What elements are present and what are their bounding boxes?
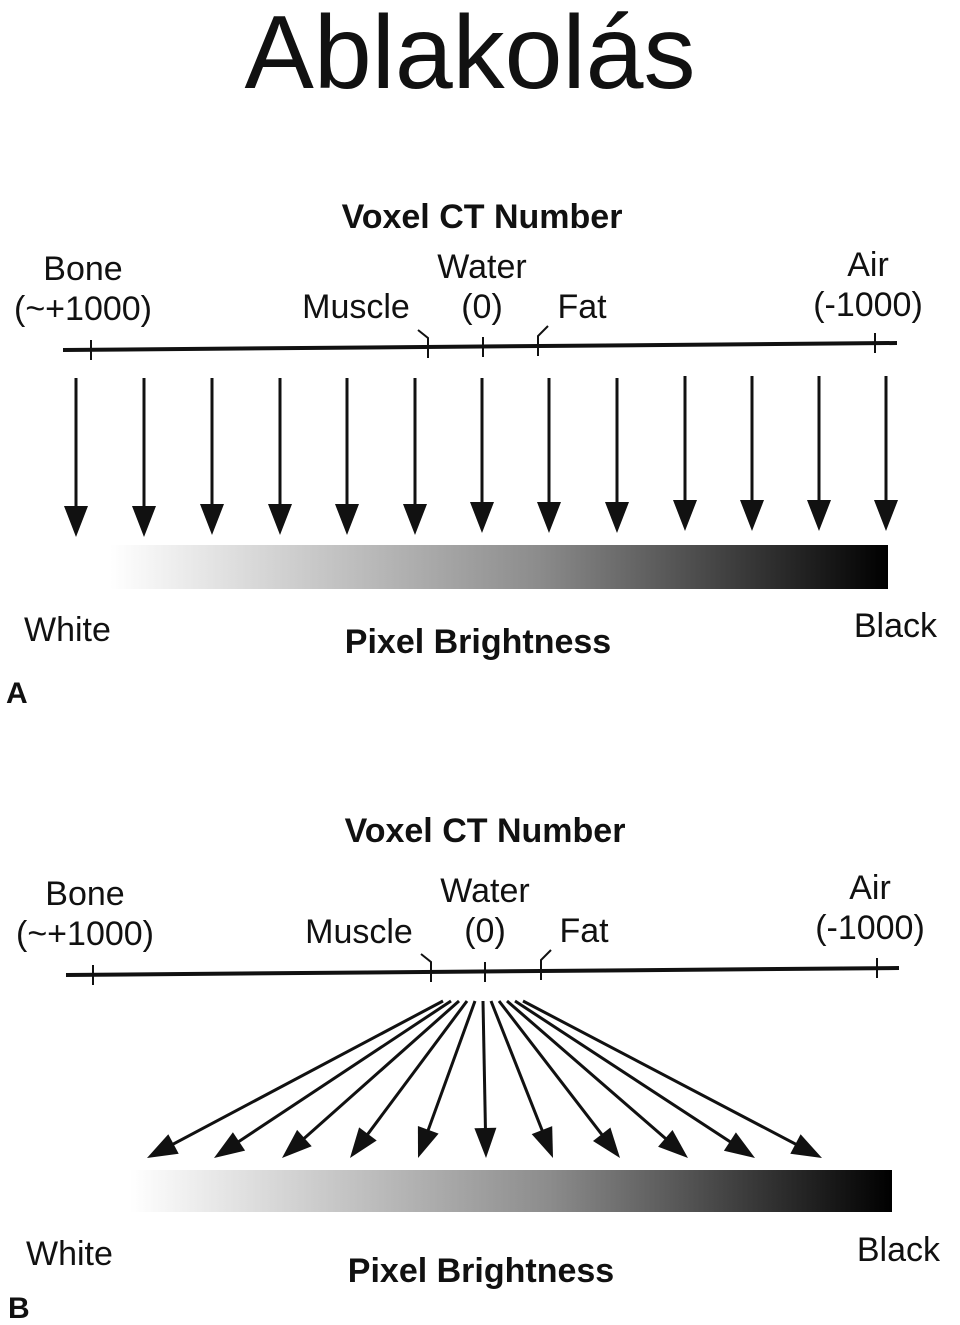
panel-b-fat-tick (540, 949, 552, 980)
panel-b-water-value: (0) (464, 912, 506, 950)
panel-a-arrow (673, 376, 697, 531)
panel-b: Voxel CT Number Bone (~+1000) Muscle Wat… (8, 812, 941, 1325)
panel-b-black-label: Black (857, 1231, 941, 1269)
panel-b-brightness-label: Pixel Brightness (348, 1252, 614, 1290)
panel-b-muscle-tick (420, 953, 432, 982)
panel-b-arrow (147, 999, 444, 1158)
panel-b-gray-scale-bar (130, 1170, 892, 1212)
panel-a-arrow (740, 376, 764, 531)
panel-b-ct-axis (65, 966, 900, 977)
panel-a-arrow (537, 378, 561, 533)
panel-b-arrow (350, 1000, 469, 1158)
panel-a-arrow (64, 378, 88, 537)
panel-a-arrow (268, 378, 292, 535)
panel-a-bone-value: (~+1000) (14, 290, 152, 328)
panel-a-arrow (807, 376, 831, 531)
panel-b-arrow (474, 1000, 497, 1158)
panel-b-bone-value: (~+1000) (16, 915, 154, 953)
panel-a-letter: A (6, 677, 28, 710)
panel-b-water-label: Water (440, 872, 529, 910)
panel-b-fat-label: Fat (559, 912, 609, 950)
slide-title: Ablakolás (245, 0, 696, 111)
panel-a-muscle-label: Muscle (302, 288, 410, 326)
panel-a-air-value: (-1000) (813, 286, 923, 324)
panel-b-heading: Voxel CT Number (345, 812, 626, 850)
panel-b-arrow (489, 1000, 553, 1158)
panel-b-white-label: White (26, 1235, 113, 1273)
panel-b-arrow (497, 1000, 620, 1158)
panel-a-brightness-label: Pixel Brightness (345, 623, 611, 661)
panel-b-arrow (522, 999, 822, 1158)
panel-a-arrow (874, 376, 898, 531)
panel-a-arrow (403, 378, 427, 535)
panel-a-bone-label: Bone (43, 250, 122, 288)
panel-a-arrow (605, 378, 629, 533)
panel-b-air-label: Air (849, 869, 891, 907)
panel-a-fat-label: Fat (557, 288, 607, 326)
panel-a: Voxel CT Number Bone (~+1000) Muscle Wat… (6, 198, 938, 710)
panel-b-letter: B (8, 1292, 30, 1325)
panel-a-black-label: Black (854, 607, 938, 645)
panel-a-white-label: White (24, 611, 111, 649)
panel-a-arrow (335, 378, 359, 535)
panel-b-muscle-label: Muscle (305, 913, 413, 951)
panel-a-air-label: Air (847, 246, 889, 284)
panel-b-air-value: (-1000) (815, 909, 925, 947)
panel-b-arrow (514, 999, 755, 1158)
panel-a-water-label: Water (437, 248, 526, 286)
panel-a-arrow (470, 378, 494, 533)
panel-b-arrows (147, 999, 822, 1158)
panel-a-arrows (64, 376, 898, 537)
panel-a-water-value: (0) (461, 288, 503, 326)
panel-a-gray-scale-bar (110, 545, 888, 589)
panel-a-arrow (200, 378, 224, 535)
panel-b-arrow (506, 999, 688, 1158)
panel-a-arrow (132, 378, 156, 537)
panel-a-fat-tick (537, 325, 549, 356)
panel-b-arrow (214, 999, 452, 1158)
panel-a-heading: Voxel CT Number (342, 198, 623, 236)
panel-b-arrow (282, 999, 460, 1158)
panel-b-bone-label: Bone (45, 875, 124, 913)
panel-a-ct-axis (62, 341, 898, 352)
panel-b-arrow (417, 1000, 477, 1158)
panel-a-muscle-tick (417, 329, 429, 358)
